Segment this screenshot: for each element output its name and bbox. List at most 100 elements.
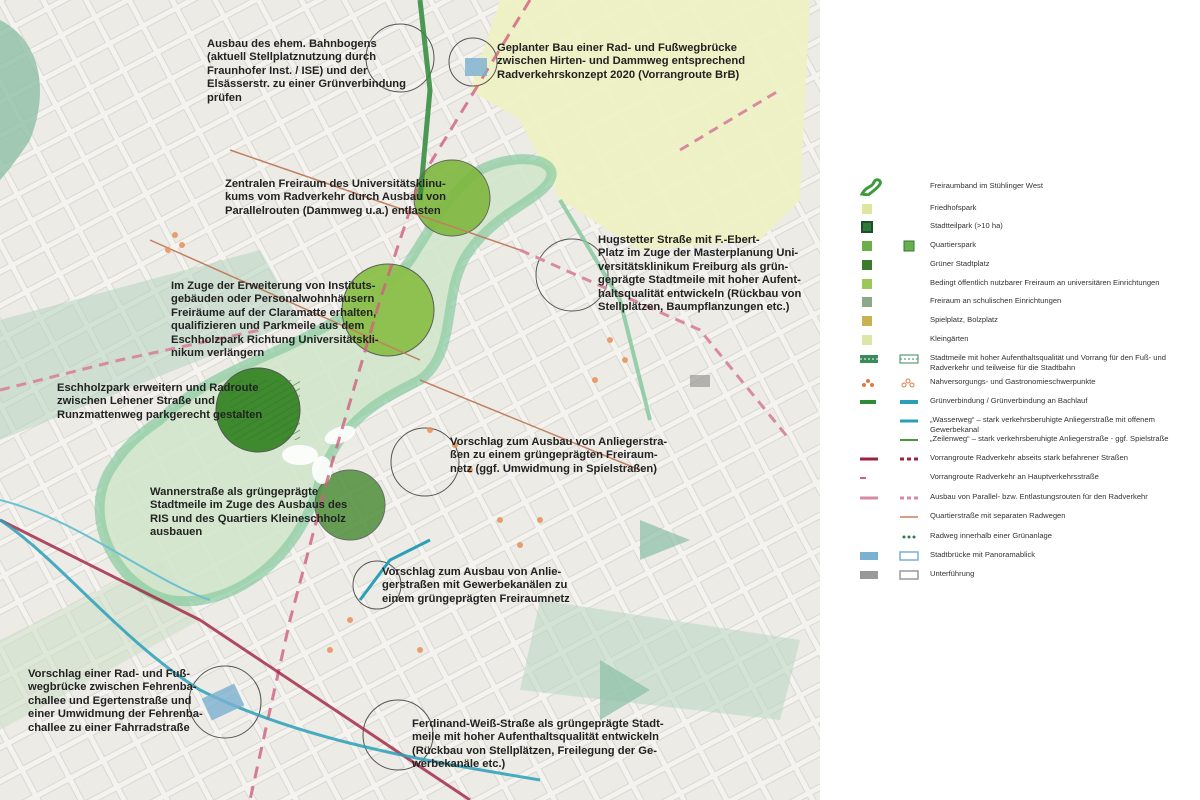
eschholzpark-hatch	[230, 380, 300, 440]
bottom-left-green	[0, 560, 200, 730]
legend-label: „Wasserweg“ – stark verkehrsberuhigte An…	[930, 415, 1155, 434]
annotation-claramatte: Im Zuge der Erweiterung von Instituts- g…	[171, 280, 379, 360]
annotation-eschholz: Eschholzpark erweitern und Radroute zwis…	[57, 382, 263, 421]
arrow-south-east	[600, 660, 650, 720]
legend-label: Grünverbindung / Grünverbindung an Bachl…	[930, 396, 1088, 405]
swatch	[862, 316, 872, 326]
vorrang-route-3	[519, 248, 792, 441]
legend-row: Freiraumband im Stühlinger West	[850, 178, 1200, 196]
legend-row: Bedingt öffentlich nutzbarer Freiraum an…	[850, 275, 1200, 293]
legend-label: Kleingärten	[930, 334, 969, 343]
swatch	[862, 297, 872, 307]
swatch-double	[862, 240, 915, 252]
legend-row: Freiraum an schulischen Einrichtungen	[850, 293, 1200, 311]
left-park-area	[0, 20, 40, 180]
annotation-hugstetter: Hugstetter Straße mit F.-Ebert- Platz im…	[598, 234, 802, 314]
swatch	[862, 260, 872, 270]
legend-row: Vorrangroute Radverkehr an Hauptverkehrs…	[850, 469, 1200, 487]
legend-label: Friedhofspark	[930, 203, 977, 212]
swatch	[862, 335, 872, 345]
gruenverbindung-icon	[860, 400, 918, 404]
legend-row: Kleingärten	[850, 331, 1200, 349]
legend-row: Vorrangroute Radverkehr abseits stark be…	[850, 450, 1200, 468]
legend-label: Freiraumband im Stühlinger West	[930, 181, 1043, 190]
right-green-wedge	[520, 600, 800, 720]
anlieger2-circle	[352, 560, 402, 610]
legend-row: Stadtmeile mit hoher Aufenthaltsqualität…	[850, 350, 1200, 372]
vorrang-route-2	[679, 88, 781, 152]
legend-label: Radweg innerhalb einer Grünanlage	[930, 531, 1053, 540]
arrow-east	[640, 520, 690, 560]
legend-label: Grüner Stadtplatz	[930, 259, 990, 268]
vorrang-haupt-icon	[860, 477, 866, 479]
annotation-ferdinand: Ferdinand-Weiß-Straße als grüngeprägte S…	[412, 718, 664, 771]
legend-row: Grüner Stadtplatz	[850, 256, 1200, 274]
vorrang-route-1	[248, 0, 532, 800]
legend-label: Nahversorgungs- und Gastronomieschwerpun…	[930, 377, 1096, 386]
quartier-street-1	[229, 149, 521, 251]
quartier-street-3	[419, 379, 641, 471]
planning-map[interactable]: Ausbau des ehem. Bahnbogens (aktuell Ste…	[0, 0, 820, 800]
legend-row: Unterführung	[850, 566, 1200, 584]
legend-row: „Zeilenweg“ – stark verkehrsberuhigte An…	[850, 431, 1200, 449]
fehrenbach-circle	[188, 665, 262, 739]
vorrang-abseits-icon	[860, 457, 920, 461]
vorrang-route-4	[0, 328, 261, 392]
gruenverbindung-1	[417, 0, 433, 201]
freiraumband-icon	[859, 178, 882, 196]
legend-row: Stadtteilpark (>10 ha)	[850, 218, 1200, 236]
stadtbruecke-icon	[860, 551, 919, 561]
park-oval-1	[282, 445, 318, 465]
map-base-layer	[0, 0, 820, 800]
unterfuehrung-icon	[860, 570, 919, 580]
wasserweg-3	[358, 538, 431, 601]
legend-label: Unterführung	[930, 569, 975, 578]
annotation-bruecke: Geplanter Bau einer Rad- und Fußwegbrück…	[497, 42, 746, 81]
wasserweg-1	[0, 518, 541, 782]
quartierstrasse-icon	[900, 516, 918, 518]
wanner-circle	[314, 469, 386, 541]
quartier-street-2	[149, 239, 421, 361]
annotation-anlieger1: Vorschlag zum Ausbau von Anliegerstra- ß…	[450, 436, 668, 475]
annotation-anlieger2: Vorschlag zum Ausbau von Anlie- gerstraß…	[382, 566, 570, 605]
legend-row: Quartierspark	[850, 237, 1200, 255]
radweg-gruen-icon	[902, 535, 916, 539]
legend-row: Friedhofspark	[850, 200, 1200, 218]
stadtbruecke-1	[465, 58, 487, 76]
legend-label: Freiraum an schulischen Einrichtungen	[930, 296, 1062, 305]
legend-label: Quartierstraße mit separaten Radwegen	[930, 511, 1066, 520]
ferdinand-circle	[362, 699, 434, 771]
wasserweg-icon	[900, 419, 918, 423]
parallelroute-icon	[860, 496, 920, 500]
stadtbruecke-2	[201, 683, 245, 721]
legend-row: „Wasserweg“ – stark verkehrsberuhigte An…	[850, 412, 1200, 434]
swatch	[862, 279, 872, 289]
wasserweg-2	[0, 499, 211, 601]
anlieger1-circle	[390, 427, 460, 497]
nahversorgung-icon	[862, 378, 915, 388]
legend-label: „Zeilenweg“ – stark verkehrsberuhigte An…	[930, 434, 1169, 443]
legend-label: Ausbau von Parallel- bzw. Entlastungsrou…	[930, 492, 1148, 501]
vorrang-route-5	[0, 518, 471, 800]
legend-row: Spielplatz, Bolzplatz	[850, 312, 1200, 330]
left-green-wedge	[0, 250, 300, 440]
legend-row: Stadtbrücke mit Panoramablick	[850, 547, 1200, 565]
legend-row: Grünverbindung / Grünverbindung an Bachl…	[850, 393, 1200, 411]
claramatte-circle	[341, 263, 435, 357]
annotation-wanner: Wannerstraße als grüngeprägte Stadtmeile…	[150, 486, 348, 539]
stadtmeile-icon	[860, 354, 919, 364]
legend-label: Vorrangroute Radverkehr abseits stark be…	[930, 453, 1128, 462]
park-oval-2	[324, 425, 356, 445]
annotation-fehrenbach: Vorschlag einer Rad- und Fuß- wegbrücke …	[28, 668, 203, 734]
legend-row: Nahversorgungs- und Gastronomieschwerpun…	[850, 374, 1200, 392]
park-oval-3	[312, 456, 332, 484]
bahnbogen-circle	[365, 23, 435, 93]
swatch	[862, 204, 872, 214]
legend-label: Quartierspark	[930, 240, 977, 249]
unterfuehrung-1	[690, 375, 710, 387]
bruecke-circle	[448, 37, 498, 87]
gruenverbindung-2	[558, 198, 652, 421]
legend-label: Spielplatz, Bolzplatz	[930, 315, 998, 324]
legend-row: Ausbau von Parallel- bzw. Entlastungsrou…	[850, 489, 1200, 507]
